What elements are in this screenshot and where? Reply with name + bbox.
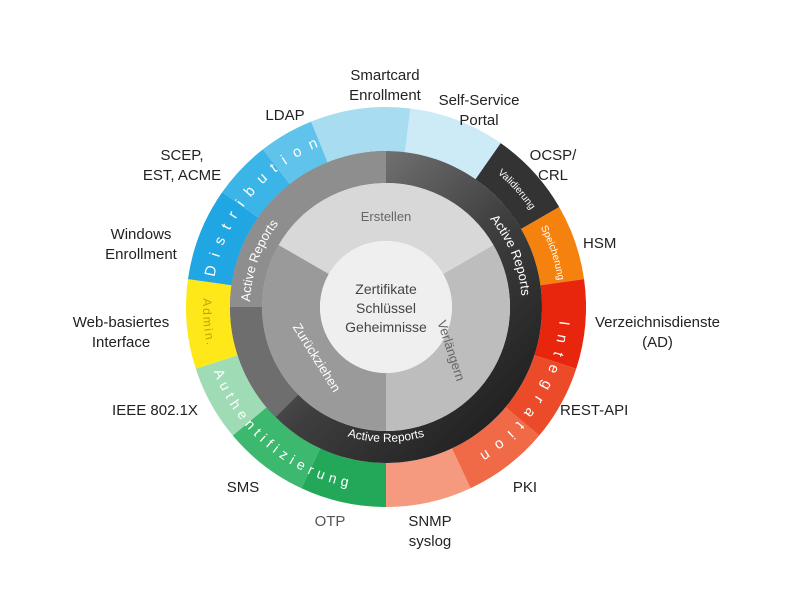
- label-web-line2: Interface: [91, 334, 151, 351]
- label-pki-line1: PKI: [512, 479, 538, 496]
- label-ldap-line1: LDAP: [265, 107, 305, 124]
- label-self-service-line2: Portal: [459, 112, 499, 129]
- inner-segment-create: [278, 182, 494, 274]
- label-verzeichnis-line2: (AD): [642, 334, 673, 351]
- label-rest-line1: REST-API: [560, 402, 629, 419]
- label-self-service: Self-Service Portal: [424, 91, 534, 131]
- outer-segment-scep: [222, 149, 290, 218]
- label-snmp: SNMP syslog: [395, 512, 465, 552]
- label-scep: SCEP, EST, ACME: [122, 146, 242, 186]
- outer-ring: [185, 107, 586, 507]
- label-smartcard-line1: Smartcard: [350, 67, 420, 84]
- center-circle: [320, 241, 452, 373]
- active-reports-band-mid: [230, 307, 299, 418]
- outer-segment-web: [185, 279, 238, 369]
- lifecycle-ring: [262, 182, 510, 431]
- label-smartcard-line2: Enrollment: [349, 87, 421, 104]
- label-web: Web-basiertes Interface: [56, 313, 186, 353]
- outer-segment-self-service: [405, 108, 501, 180]
- label-windows-line1: Windows: [110, 226, 172, 243]
- label-web-line1: Web-basiertes: [72, 314, 170, 331]
- label-pki: PKI: [500, 478, 550, 498]
- outer-segment-windows: [187, 192, 259, 286]
- active-reports-ring: [229, 151, 542, 463]
- outer-segment-smartcard: [311, 107, 411, 163]
- label-windows-line2: Enrollment: [105, 246, 177, 263]
- label-hsm: HSM: [583, 234, 643, 254]
- inner-segment-revoke: [262, 245, 386, 431]
- label-hsm-line1: HSM: [583, 235, 617, 252]
- label-ocsp-line1: OCSP/: [529, 147, 577, 164]
- active-reports-band-light: [230, 151, 386, 307]
- label-windows: Windows Enrollment: [86, 225, 196, 265]
- label-ocsp-line2: CRL: [537, 167, 568, 184]
- outer-segment-sms: [232, 407, 321, 489]
- outer-segment-snmp: [386, 448, 471, 507]
- label-scep-line2: EST, ACME: [142, 167, 222, 184]
- label-sms-line1: SMS: [226, 479, 260, 496]
- inner-segment-renew: [386, 245, 510, 431]
- center-line-1: Zertifikate: [355, 281, 417, 297]
- label-sms: SMS: [218, 478, 268, 498]
- center-line-2: Schlüssel: [356, 300, 416, 316]
- label-ieee: IEEE 802.1X: [100, 401, 210, 421]
- label-verzeichnis-line1: Verzeichnisdienste: [594, 314, 721, 331]
- outer-segment-ieee: [195, 355, 267, 436]
- label-smartcard: Smartcard Enrollment: [330, 66, 440, 106]
- label-snmp-line1: SNMP: [408, 513, 452, 530]
- label-rest: REST-API: [560, 401, 650, 421]
- outer-segment-verzeichnis: [534, 279, 586, 369]
- label-otp: OTP: [305, 512, 355, 532]
- inner-label-erstellen: Erstellen: [361, 209, 412, 224]
- label-ldap: LDAP: [250, 106, 320, 126]
- label-ocsp: OCSP/ CRL: [508, 146, 598, 186]
- label-ieee-line1: IEEE 802.1X: [112, 402, 198, 419]
- outer-segment-pki: [451, 407, 540, 489]
- label-verzeichnis: Verzeichnisdienste (AD): [575, 313, 740, 353]
- label-scep-line1: SCEP,: [160, 147, 204, 164]
- outer-segment-otp: [301, 448, 386, 507]
- outer-segment-ocsp: [475, 143, 560, 229]
- ring-label-admin: Admin.: [200, 298, 218, 348]
- outer-segment-hsm: [521, 207, 585, 286]
- label-snmp-line2: syslog: [408, 533, 452, 550]
- outer-segment-ldap: [262, 121, 328, 185]
- label-otp-line1: OTP: [314, 513, 346, 530]
- reports-label-bottom: Active Reports: [347, 426, 426, 445]
- center-line-3: Geheimnisse: [345, 319, 427, 335]
- outer-segment-rest: [505, 355, 577, 436]
- label-self-service-line1: Self-Service: [438, 92, 520, 109]
